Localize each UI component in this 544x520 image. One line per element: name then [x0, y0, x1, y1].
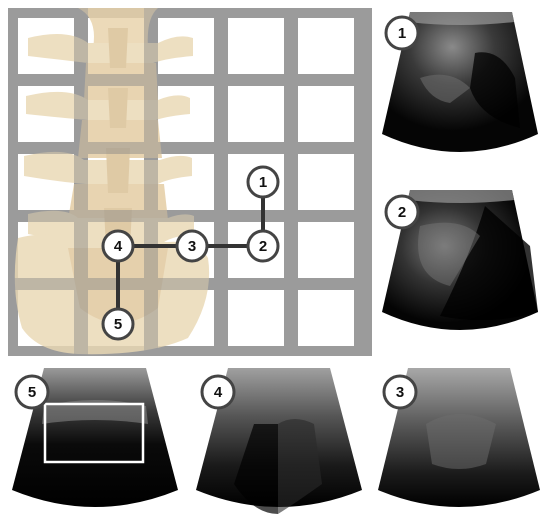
panel-badge-5: 5: [16, 376, 48, 408]
svg-text:4: 4: [214, 384, 223, 401]
panel-badge-4: 4: [202, 376, 234, 408]
path-marker-4: 4: [103, 231, 133, 261]
panel-badge-2: 2: [386, 196, 418, 228]
path-marker-3: 3: [177, 231, 207, 261]
svg-text:3: 3: [396, 384, 404, 401]
svg-text:2: 2: [259, 238, 267, 255]
path-marker-2: 2: [248, 231, 278, 261]
ultrasound-image-4: 4: [194, 364, 364, 516]
panel-badge-3: 3: [384, 376, 416, 408]
svg-text:3: 3: [188, 238, 196, 255]
panel-badge-1: 1: [386, 17, 418, 49]
ultrasound-image-5: 5: [8, 364, 182, 516]
path-marker-5: 5: [103, 309, 133, 339]
ultrasound-image-3: 3: [376, 364, 542, 516]
svg-text:1: 1: [259, 174, 267, 191]
ultrasound-image-2: 2: [380, 186, 540, 344]
svg-text:4: 4: [114, 238, 123, 255]
spine-grid-svg: 1 2 3 4 5: [8, 8, 372, 356]
spine-grid-panel: 1 2 3 4 5: [8, 8, 372, 356]
svg-text:5: 5: [28, 384, 36, 401]
path-marker-1: 1: [248, 167, 278, 197]
ultrasound-image-1: 1: [380, 8, 540, 166]
svg-text:5: 5: [114, 316, 122, 333]
svg-text:2: 2: [398, 204, 406, 221]
svg-text:1: 1: [398, 25, 406, 42]
